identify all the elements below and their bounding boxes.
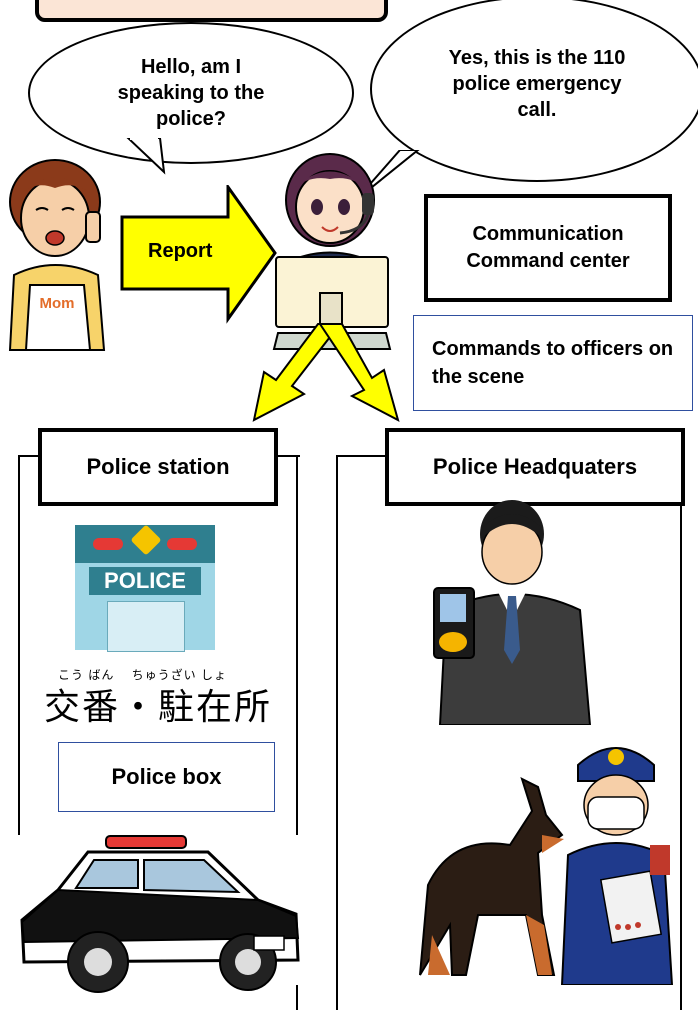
caller-speech-text: Hello, am I speaking to the police? bbox=[117, 56, 265, 130]
commands-to-officers-label: Commands to officers on the scene bbox=[432, 338, 674, 388]
report-label: Report bbox=[148, 240, 213, 262]
police-sign-text: POLICE bbox=[89, 567, 201, 595]
right-panel-right-border bbox=[680, 455, 682, 1010]
police-box-label: Police box bbox=[111, 764, 222, 789]
caller-speech-bubble: Hello, am I speaking to the police? bbox=[28, 22, 354, 164]
header-box bbox=[35, 0, 388, 22]
police-station-title: Police station bbox=[86, 454, 230, 479]
caller-bubble-tail bbox=[126, 138, 166, 175]
operator-speech-text: Yes, this is the 110 police emergency ca… bbox=[448, 47, 626, 121]
police-dog-and-officer-icon bbox=[419, 747, 674, 985]
left-panel-right-border bbox=[296, 455, 298, 835]
police-building-icon: POLICE bbox=[75, 524, 215, 652]
police-car-icon bbox=[20, 835, 300, 993]
commands-to-officers-box: Commands to officers on the scene bbox=[413, 315, 693, 411]
mom-caller-icon: Mom bbox=[8, 159, 106, 351]
koban-text: 交番・駐在所 bbox=[44, 687, 273, 728]
dispatch-arrows bbox=[252, 323, 400, 422]
svg-text:Mom: Mom bbox=[40, 295, 75, 312]
left-panel-left-border bbox=[18, 455, 20, 835]
computer-monitor-icon bbox=[272, 256, 392, 350]
report-arrow bbox=[120, 185, 277, 324]
koban-ruby: こう ばん ちゅうざい しょ bbox=[58, 668, 228, 682]
left-panel-right-border-bottom bbox=[296, 985, 298, 1010]
right-panel-left-border bbox=[336, 455, 338, 1010]
command-center-label: Communication Command center bbox=[466, 223, 630, 272]
detective-icon bbox=[433, 500, 592, 725]
police-headquarters-title-box: Police Headquaters bbox=[385, 428, 685, 506]
operator-speech-bubble: Yes, this is the 110 police emergency ca… bbox=[370, 0, 698, 182]
police-station-title-box: Police station bbox=[38, 428, 278, 506]
police-headquarters-title: Police Headquaters bbox=[432, 454, 638, 479]
police-box-label-box: Police box bbox=[58, 742, 275, 812]
command-center-box: Communication Command center bbox=[424, 194, 672, 302]
